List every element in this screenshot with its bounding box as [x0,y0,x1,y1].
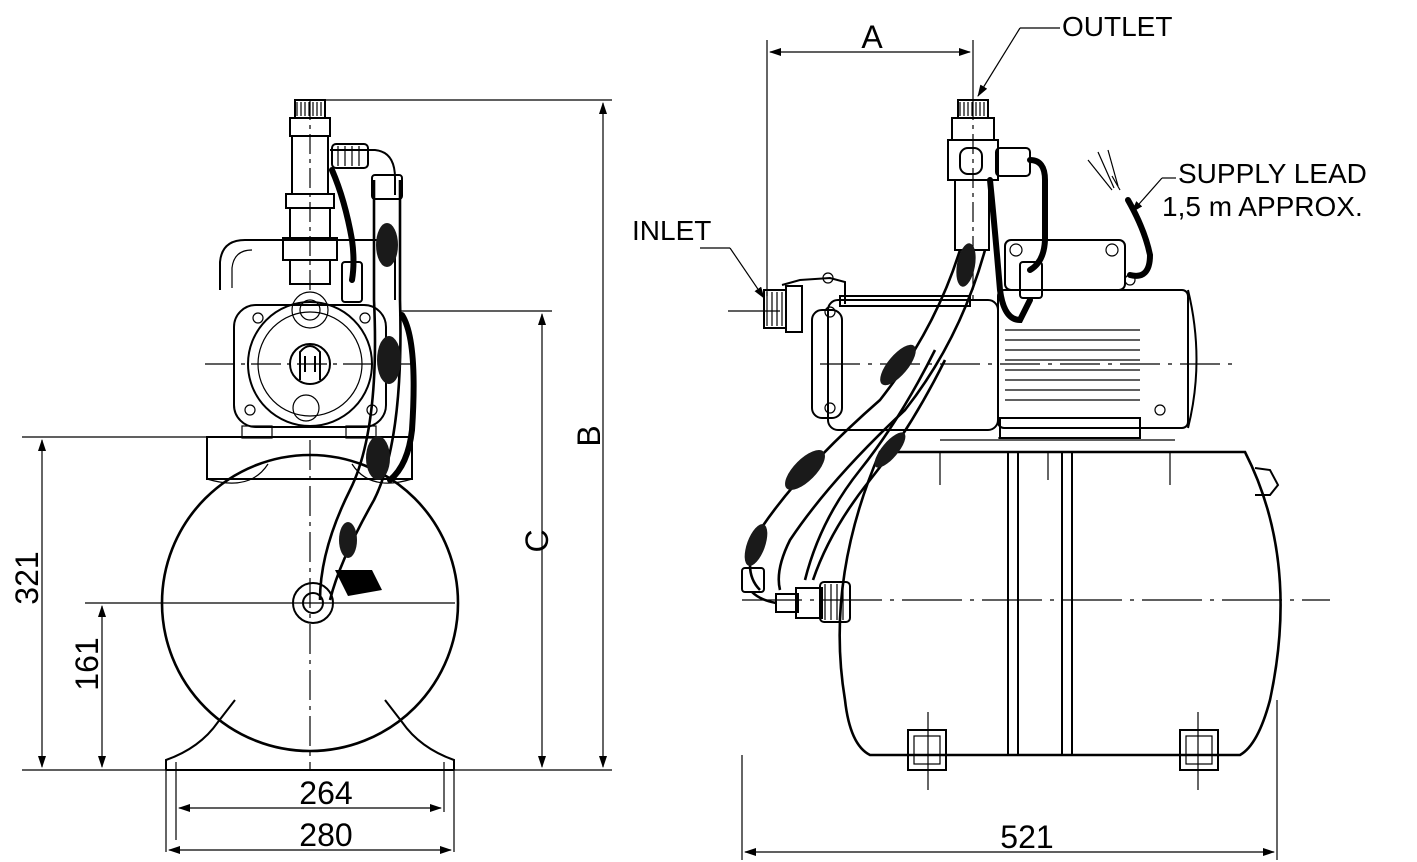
supply-lead-wires [1087,149,1121,191]
callout-outlet: OUTLET [1062,11,1172,42]
outlet-riser [282,99,396,290]
dim-tank-height: 321 [9,551,45,604]
tank-base [165,699,455,770]
callout-supply-lead-line2: 1,5 m APPROX. [1162,191,1363,222]
dim-to-pump-c: C [519,529,555,552]
flexible-hose [292,174,403,624]
dim-inlet-to-outlet: A [861,19,883,55]
mounting-plate [206,436,413,480]
callout-inlet: INLET [632,215,711,246]
dim-overall-b: B [571,425,607,446]
dim-feet-inner: 264 [299,775,352,811]
pump-body [219,239,396,439]
callout-supply-lead-line1: SUPPLY LEAD [1178,158,1367,189]
side-view: A 521 OUTLET INLET SUPPLY LEAD 1,5 m APP… [632,11,1367,860]
dim-overall-length: 521 [1000,819,1053,855]
dim-feet-outer: 280 [299,817,352,853]
side-hoses [741,243,987,605]
side-pump-head [763,272,999,431]
motor [997,239,1198,439]
side-pressure-tank [838,450,1282,757]
front-view: 321 161 264 280 B C [9,99,612,854]
dim-inlet-height: 161 [69,637,105,690]
